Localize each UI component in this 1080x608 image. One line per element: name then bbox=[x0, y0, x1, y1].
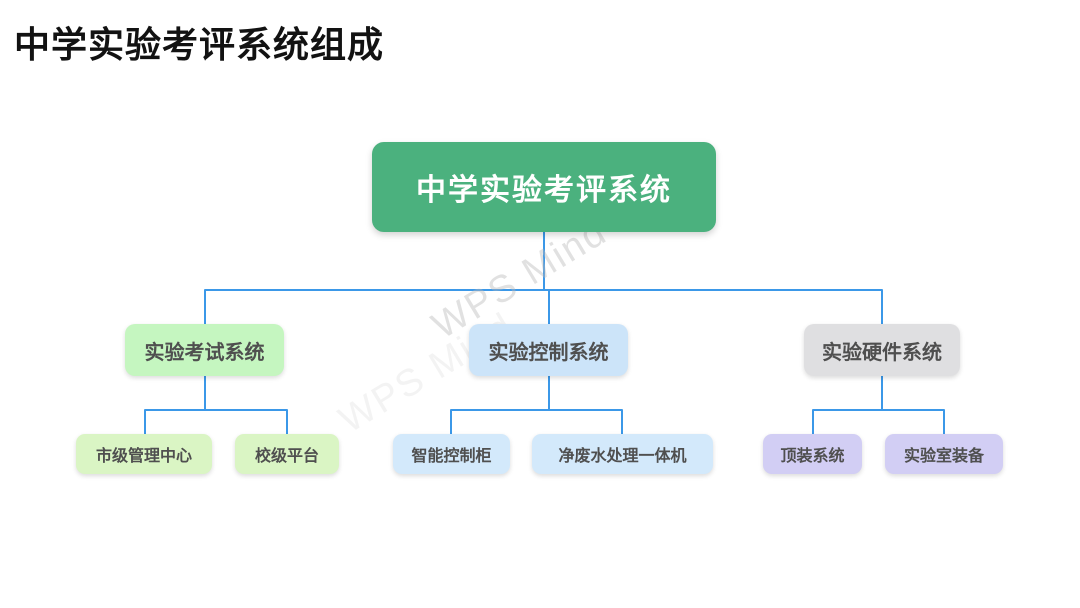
node-root: 中学实验考评系统 bbox=[372, 142, 716, 232]
page-title: 中学实验考评系统组成 bbox=[14, 24, 385, 66]
node-branch-control-system: 实验控制系统 bbox=[469, 324, 628, 376]
node-leaf-water-treatment-machine: 净废水处理一体机 bbox=[532, 434, 713, 474]
node-leaf-smart-control-cabinet: 智能控制柜 bbox=[393, 434, 510, 474]
node-leaf-lab-equipment: 实验室装备 bbox=[885, 434, 1003, 474]
node-leaf-city-management-center: 市级管理中心 bbox=[76, 434, 212, 474]
node-branch-hardware-system: 实验硬件系统 bbox=[804, 324, 960, 376]
node-leaf-school-platform: 校级平台 bbox=[235, 434, 339, 474]
node-branch-exam-system: 实验考试系统 bbox=[125, 324, 284, 376]
node-leaf-ceiling-system: 顶装系统 bbox=[763, 434, 862, 474]
